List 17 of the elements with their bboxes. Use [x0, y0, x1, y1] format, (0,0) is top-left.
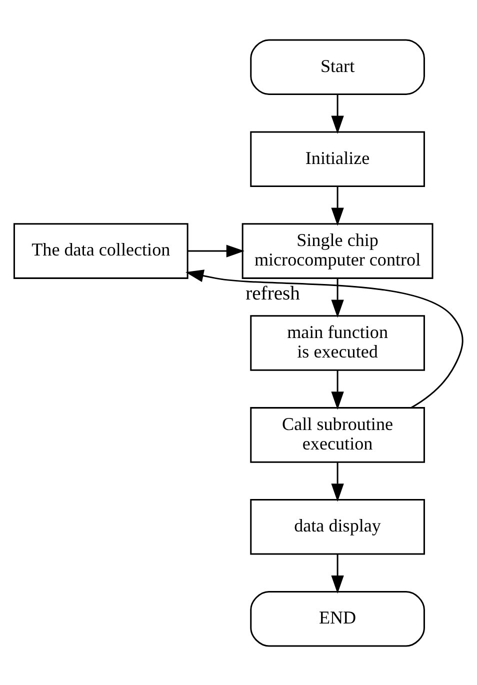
edge-label: refresh: [246, 282, 300, 304]
node-box: main function is executed: [250, 314, 425, 370]
arrow: [331, 462, 344, 502]
node-box: Call subroutine execution: [250, 406, 425, 462]
node-box: Single chip microcomputer control: [242, 222, 434, 278]
arrow: [188, 244, 244, 257]
arrow: [331, 554, 344, 594]
arrow: [331, 94, 344, 134]
node-box: Start: [250, 38, 425, 95]
arrow: [331, 370, 344, 410]
node-box: data display: [250, 498, 425, 554]
node-box: Initialize: [250, 130, 425, 186]
arrow: [331, 186, 344, 226]
node-box: The data collection: [13, 222, 188, 278]
arrow: [185, 269, 464, 408]
node-box: END: [250, 590, 425, 646]
arrow: [331, 278, 344, 318]
